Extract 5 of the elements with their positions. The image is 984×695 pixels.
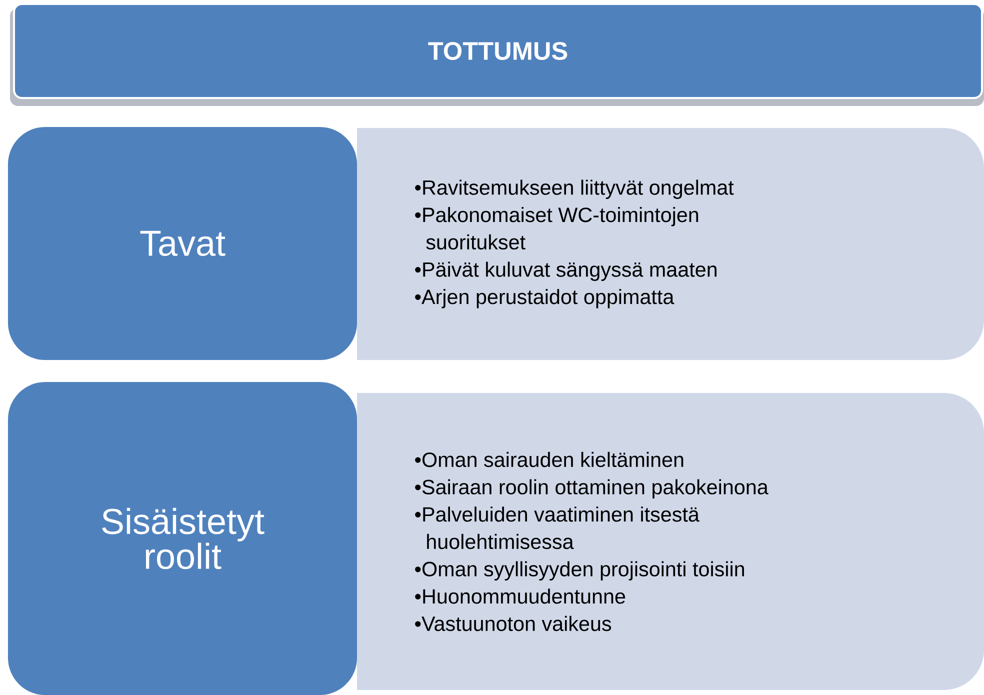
bullet-list-box: •Ravitsemukseen liittyvät ongelmat •Pakonomaiset WC-toimintojen suoritukset •Päivät kuluvat sängyssä maaten •Arjen perustaidot oppimatta: [357, 128, 984, 360]
category-box: Tavat: [8, 126, 358, 360]
bullet-list-box: •Oman sairauden kieltäminen •Sairaan roolin ottaminen pakokeinona •Palveluiden vaatiminen itsestä huolehtimisessa •Oman syyllisyyden projisointi toisiin •Huonommuudentunne •Vastuunoton vaikeus: [357, 393, 984, 690]
category-box: Sisäistetyt roolit: [8, 382, 358, 695]
title-banner: TOTTUMUS: [10, 3, 984, 106]
